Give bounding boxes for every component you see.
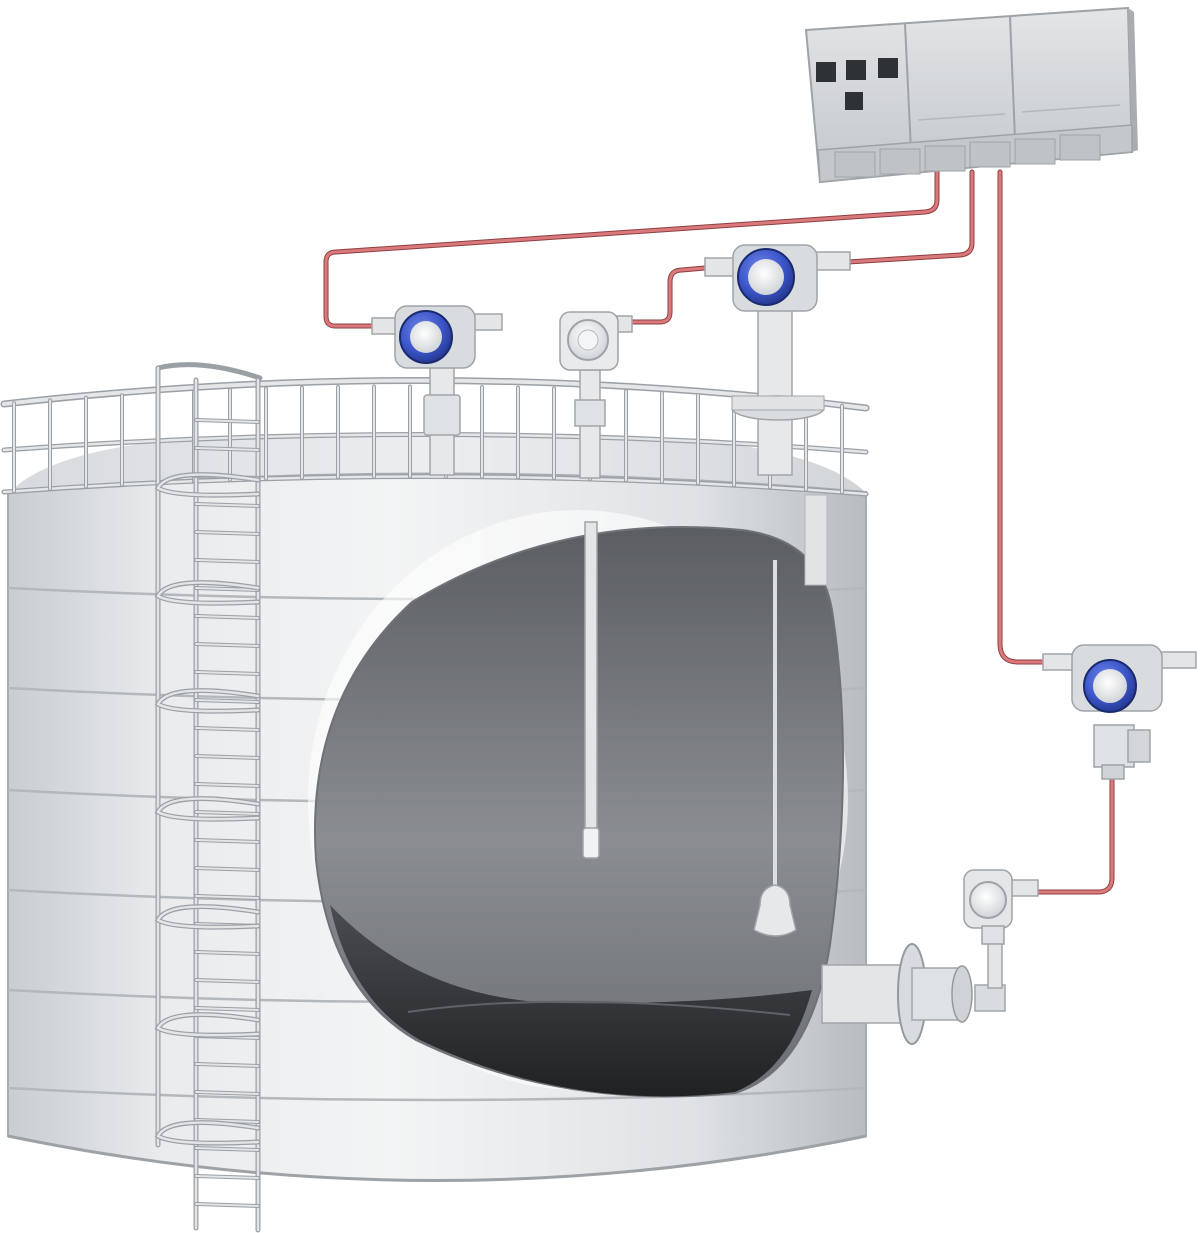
ladder-cage-hoop-highlight (156, 1013, 260, 1037)
cabinet-terminals (834, 134, 1101, 178)
tank-cutaway (308, 510, 848, 1098)
ladder-rung-highlight (195, 699, 259, 703)
ladder-rung-highlight (195, 531, 259, 535)
ladder-cage-hoop-highlight (156, 473, 260, 497)
ladder-rung-highlight (195, 979, 259, 983)
outlet-flange (821, 939, 1006, 1045)
ladder-rung-highlight (195, 1091, 259, 1095)
ladder-rung-highlight (195, 1007, 259, 1011)
cabinet-indicators (816, 58, 898, 110)
ladder-cage-hoop-highlight (156, 581, 260, 605)
temperature-transmitter (559, 311, 633, 479)
displacer-float (753, 560, 797, 937)
ladder-rung-highlight (195, 643, 259, 647)
ladder-rung-highlight (195, 615, 259, 619)
ladder-rung-highlight (195, 783, 259, 787)
access-ladder (154, 362, 263, 1233)
signal-cables (323, 169, 1115, 895)
ladder-rung-highlight (195, 755, 259, 759)
ladder-rung-highlight (195, 671, 259, 675)
pressure-transmitter (1042, 644, 1197, 780)
level-transmitter-left (371, 305, 503, 476)
ladder-rung-highlight (195, 839, 259, 843)
ladder-rung-highlight (195, 503, 259, 507)
ladder-cage-hoop-highlight (156, 689, 260, 713)
ladder-rung-highlight (195, 419, 259, 423)
ladder-rung-highlight (195, 951, 259, 955)
tank (7, 434, 867, 1182)
pressure-gauge-housing (963, 869, 1039, 945)
level-transmitter-right (704, 244, 851, 476)
ladder-rung-highlight (195, 1147, 259, 1151)
ladder-rung-highlight (195, 1175, 259, 1179)
ladder-cage-hoop-highlight (156, 1121, 260, 1145)
ladder-rung-highlight (195, 1063, 259, 1067)
ladder-cage-hoop-highlight (156, 905, 260, 929)
ladder-rung-highlight (195, 867, 259, 871)
ladder-rung-highlight (195, 559, 259, 563)
temperature-probe (582, 521, 600, 859)
ladder-rung-highlight (195, 727, 259, 731)
ladder-rung-highlight (195, 587, 259, 591)
ladder-rung-highlight (195, 811, 259, 815)
ladder-rung-highlight (195, 895, 259, 899)
ladder-cage-hoop-highlight (156, 797, 260, 821)
ladder-rung-highlight (195, 1203, 259, 1207)
ladder-rung-highlight (195, 447, 259, 451)
control-cabinet (804, 6, 1138, 184)
